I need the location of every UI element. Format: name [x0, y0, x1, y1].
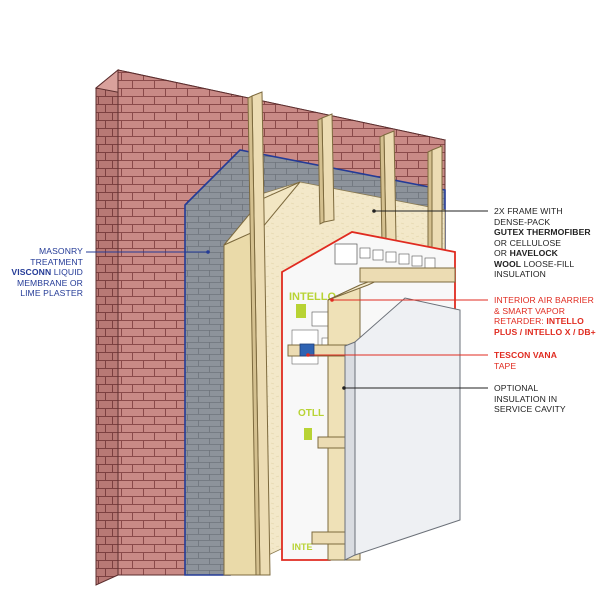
- membrane-print-block: [334, 243, 358, 265]
- label-tescon-tape: TESCON VANA TAPE: [494, 350, 558, 371]
- membrane-brand-top: INTELLO: [289, 291, 336, 303]
- studs: [247, 91, 443, 576]
- membrane-brand-bottom: INTE: [292, 542, 313, 552]
- membrane-print-block: [385, 251, 397, 263]
- label-frame-insulation: 2X FRAME WITH DENSE-PACK GUTEX THERMOFIB…: [494, 206, 591, 279]
- stud-2-side: [317, 117, 325, 225]
- membrane-logo-mark: [304, 428, 312, 440]
- interior-board: [354, 297, 461, 556]
- leader-masonry-dot: [206, 250, 210, 254]
- membrane-logo-mark: [296, 304, 306, 318]
- leader-frame-dot: [372, 209, 376, 213]
- leader-tape-dot: [306, 353, 310, 357]
- membrane-print-block: [398, 253, 410, 265]
- stud-4-side: [427, 149, 433, 255]
- leader-barrier-dot: [330, 298, 334, 302]
- membrane-print-block: [372, 249, 384, 261]
- membrane-print-block: [424, 257, 436, 269]
- membrane-brand-mid: OTLL: [298, 408, 324, 419]
- membrane-print-block: [359, 247, 371, 259]
- callout-lines: [86, 209, 488, 390]
- brick-wall-side: [95, 68, 119, 586]
- membrane-printing: INTELLO OTLL INTE: [289, 243, 436, 552]
- membrane-print-block: [411, 255, 423, 267]
- leader-service-dot: [342, 386, 346, 390]
- interior-board-edge: [344, 341, 356, 561]
- stud-4: [431, 145, 443, 253]
- label-service-cavity: OPTIONAL INSULATION IN SERVICE CAVITY: [494, 383, 566, 414]
- batten-top: [359, 267, 456, 283]
- label-masonry-treatment: MASONRY TREATMENT VISCONN LIQUID MEMBRAN…: [11, 246, 83, 298]
- stud-1-side: [247, 95, 261, 576]
- label-air-barrier: INTERIOR AIR BARRIER & SMART VAPOR RETAR…: [494, 295, 596, 337]
